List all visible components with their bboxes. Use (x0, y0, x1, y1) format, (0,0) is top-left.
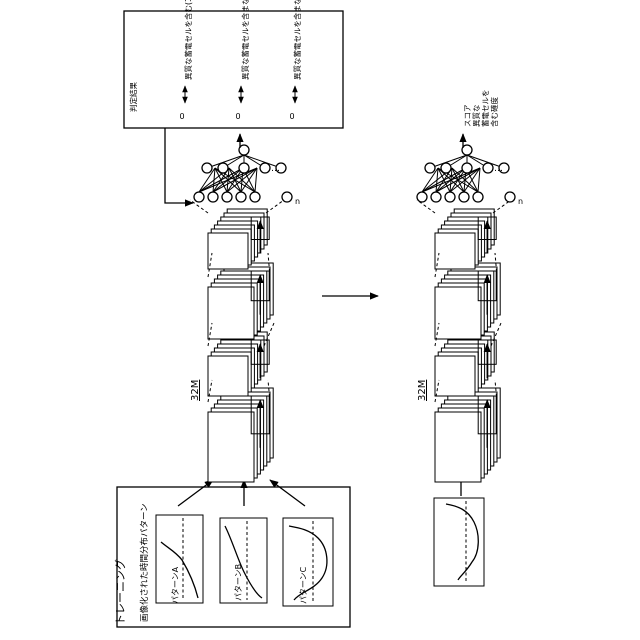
inference-input-panel (434, 473, 484, 586)
input-node (282, 192, 292, 202)
dense-network-left: …n (194, 145, 300, 206)
hidden-node (483, 163, 493, 173)
pattern-a-label: パターンA (171, 566, 180, 604)
pattern-c-panel: パターンC (283, 518, 333, 606)
input-node (505, 192, 515, 202)
input-arrow-a (178, 480, 213, 506)
connection (478, 168, 480, 192)
input-node (473, 192, 483, 202)
input-node (417, 192, 427, 202)
output-2-value: 0 (235, 112, 240, 121)
input-node (445, 192, 455, 202)
hidden-node (441, 163, 451, 173)
output-2-text: 異質な蓄電セルを含まない(0) (240, 0, 250, 80)
input-node (208, 192, 218, 202)
output-3-text: 異質な蓄電セルを含まない(0) (292, 0, 302, 80)
output-1: 0 異質な蓄電セルを含む(1) (179, 0, 193, 121)
input-node (222, 192, 232, 202)
dense-network-right: …n (417, 145, 523, 206)
score-label-3: 蓄電セルを (480, 90, 490, 128)
judgment-panel: 判定結果 0 異質な蓄電セルを含む(1) 0 異質な蓄電セルを含まない(0) 0… (124, 0, 343, 128)
pattern-a-panel: パターンA (156, 515, 203, 604)
hidden-node (202, 163, 212, 173)
feature-map-sheet (208, 412, 254, 482)
output-1-text: 異質な蓄電セルを含む(1) (183, 0, 193, 80)
input-node (431, 192, 441, 202)
hidden-node (260, 163, 270, 173)
output-3: 0 異質な蓄電セルを含まない(0) (289, 0, 302, 121)
feature-map-sheet (435, 356, 475, 396)
input-node (250, 192, 260, 202)
output-2: 0 異質な蓄電セルを含まない(0) (235, 0, 250, 121)
feature-map-sheet (208, 356, 248, 396)
feedback-arrow (165, 128, 193, 203)
feature-map-sheet (208, 233, 248, 269)
connection (255, 168, 257, 192)
cnn-label-left: 32M (190, 380, 201, 401)
score-label-1: スコア (463, 105, 472, 128)
training-panel: トレーニング 画像化された時間分布パターン パターンA パターンB パターンC (113, 480, 350, 627)
training-subtitle: 画像化された時間分布パターン (139, 503, 150, 622)
pattern-b-panel: パターンB (220, 518, 267, 603)
feature-map-sheet (208, 287, 254, 339)
score-label-2: 異質な (471, 105, 481, 128)
node-n-label: n (518, 197, 523, 206)
input-node (236, 192, 246, 202)
score-label-4: 含む確度 (489, 97, 499, 127)
hidden-node (425, 163, 435, 173)
feature-map-sheet (435, 287, 481, 339)
input-node (194, 192, 204, 202)
hidden-node (218, 163, 228, 173)
pattern-c-label: パターンC (299, 566, 308, 604)
judgment-title: 判定結果 (128, 82, 138, 112)
input-arrow-c (270, 480, 305, 506)
feature-map-sheet (435, 233, 475, 269)
input-node (459, 192, 469, 202)
hidden-node (239, 163, 249, 173)
hidden-node (462, 163, 472, 173)
node-n-label: n (295, 197, 300, 206)
training-title: トレーニング (113, 559, 127, 625)
output-1-value: 0 (179, 112, 184, 121)
layer-connector (266, 200, 284, 213)
pattern-b-label: パターンB (234, 564, 243, 601)
cnn-stack-left (190, 200, 284, 482)
ellipsis: … (271, 164, 280, 174)
cnn-stack-right (417, 200, 511, 482)
cnn-label-right: 32M (417, 380, 428, 401)
ellipsis: … (494, 164, 503, 174)
output-3-value: 0 (289, 112, 294, 121)
feature-map-sheet (435, 412, 481, 482)
